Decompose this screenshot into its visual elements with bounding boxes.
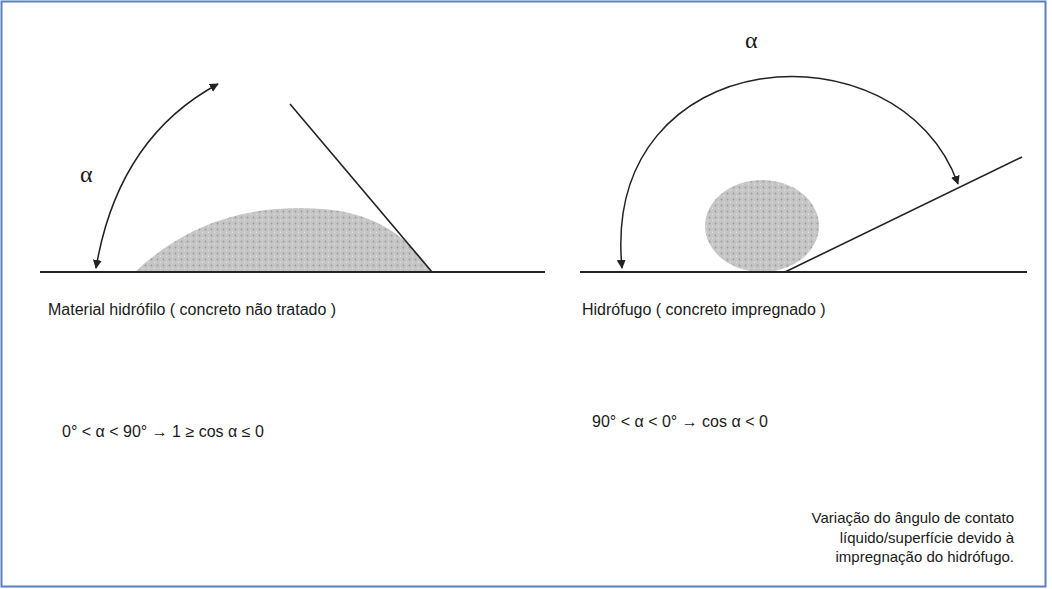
angle-condition: 90° < α < 0° → cos α < 0 [592, 412, 768, 431]
tangent-line [785, 157, 1022, 272]
angle-condition: 0° < α < 90° → 1 ≥ cos α ≤ 0 [62, 422, 264, 441]
case-label: Material hidrófilo ( concreto não tratad… [48, 300, 336, 319]
droplet-spread [135, 208, 432, 272]
angle-arc [96, 84, 218, 268]
angle-symbol: α [745, 26, 758, 55]
figure-caption: Variação do ângulo de contato líquido/su… [752, 508, 1014, 567]
case-label: Hidrófugo ( concreto impregnado ) [582, 300, 826, 319]
droplet-beaded [705, 180, 819, 272]
surface-line [40, 271, 545, 273]
surface-line [580, 271, 1027, 273]
tangent-line [290, 104, 432, 272]
angle-arc [621, 76, 958, 268]
angle-symbol: α [80, 160, 93, 189]
